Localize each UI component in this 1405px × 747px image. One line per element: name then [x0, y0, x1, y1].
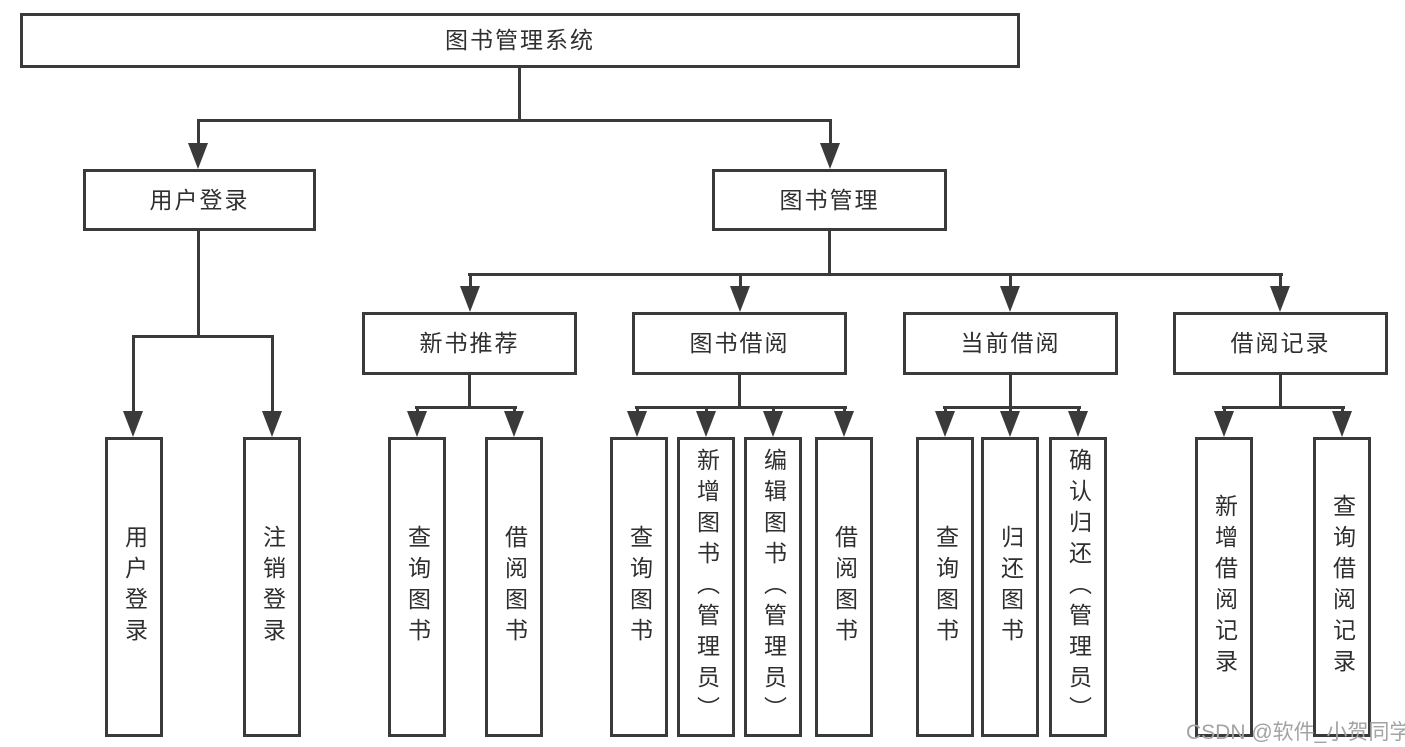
leaf-add-book-admin: 新增图书（管理员） [677, 437, 735, 737]
connector-line [1222, 406, 1345, 409]
arrow-down-icon [1000, 406, 1020, 437]
node-label: 用户登录 [149, 186, 250, 213]
arrow-down-icon [935, 406, 955, 437]
connector-line [943, 406, 1081, 409]
arrow-down-icon [1068, 406, 1088, 437]
leaf-edit-book-admin: 编辑图书（管理员） [744, 437, 802, 737]
node-borrow-records: 借阅记录 [1173, 312, 1388, 375]
node-label: 当前借阅 [960, 330, 1061, 356]
connector-line [518, 66, 521, 119]
node-book-management: 图书管理 [712, 169, 947, 231]
connector-line [635, 406, 847, 409]
arrow-down-icon [1214, 406, 1234, 437]
node-current-borrow: 当前借阅 [903, 312, 1118, 375]
node-label: 确认归还（管理员） [1065, 447, 1092, 727]
leaf-borrow-books: 借阅图书 [815, 437, 873, 737]
leaf-confirm-return-admin: 确认归还（管理员） [1049, 437, 1107, 737]
node-label: 新增图书（管理员） [693, 447, 720, 727]
connector-line [415, 406, 517, 409]
arrow-down-icon [1332, 406, 1352, 437]
leaf-query-books: 查询图书 [916, 437, 974, 737]
node-book-borrow: 图书借阅 [632, 312, 847, 375]
node-library-management-system: 图书管理系统 [20, 13, 1020, 68]
csdn-watermark: CSDN @软件_小贺同学 [1186, 721, 1405, 744]
arrow-down-icon [188, 119, 208, 169]
leaf-logout: 注销登录 [243, 437, 301, 737]
connector-line [828, 229, 831, 276]
node-label: 编辑图书（管理员） [760, 447, 787, 727]
node-label: 查询图书 [404, 525, 431, 649]
arrow-down-icon [262, 335, 282, 437]
leaf-borrow-books: 借阅图书 [485, 437, 543, 737]
connector-line [197, 229, 200, 335]
arrow-down-icon [460, 273, 480, 312]
node-user-login: 用户登录 [83, 169, 316, 231]
connector-line [197, 119, 832, 122]
node-label: 查询借阅记录 [1329, 494, 1356, 680]
arrow-down-icon [696, 406, 716, 437]
arrow-down-icon [407, 406, 427, 437]
arrow-down-icon [627, 406, 647, 437]
connector-line [468, 373, 471, 406]
connector-line [738, 373, 741, 406]
node-label: 查询图书 [932, 525, 959, 649]
node-label: 查询图书 [626, 525, 653, 649]
node-new-book-recommend: 新书推荐 [362, 312, 577, 375]
node-label: 借阅记录 [1230, 330, 1331, 356]
leaf-query-books: 查询图书 [388, 437, 446, 737]
arrow-down-icon [834, 406, 854, 437]
arrow-down-icon [1270, 273, 1290, 312]
leaf-query-books: 查询图书 [610, 437, 668, 737]
connector-line [1279, 373, 1282, 406]
arrow-down-icon [730, 273, 750, 312]
leaf-user-login: 用户登录 [105, 437, 163, 737]
node-label: 新增借阅记录 [1211, 494, 1238, 680]
arrow-down-icon [763, 406, 783, 437]
arrow-down-icon [504, 406, 524, 437]
arrow-down-icon [820, 119, 840, 169]
connector-line [1009, 373, 1012, 406]
node-label: 用户登录 [121, 525, 148, 649]
node-label: 图书借阅 [689, 330, 790, 356]
node-label: 图书管理 [779, 186, 880, 213]
leaf-query-borrow-record: 查询借阅记录 [1313, 437, 1371, 737]
connector-line [132, 335, 274, 338]
connector-line [468, 273, 1283, 276]
node-label: 借阅图书 [831, 525, 858, 649]
arrow-down-icon [1000, 273, 1020, 312]
arrow-down-icon [123, 335, 143, 437]
node-label: 借阅图书 [501, 525, 528, 649]
node-label: 注销登录 [259, 525, 286, 649]
node-label: 新书推荐 [419, 330, 520, 356]
leaf-return-book: 归还图书 [981, 437, 1039, 737]
node-label: 图书管理系统 [445, 27, 595, 53]
leaf-add-borrow-record: 新增借阅记录 [1195, 437, 1253, 737]
node-label: 归还图书 [997, 525, 1024, 649]
